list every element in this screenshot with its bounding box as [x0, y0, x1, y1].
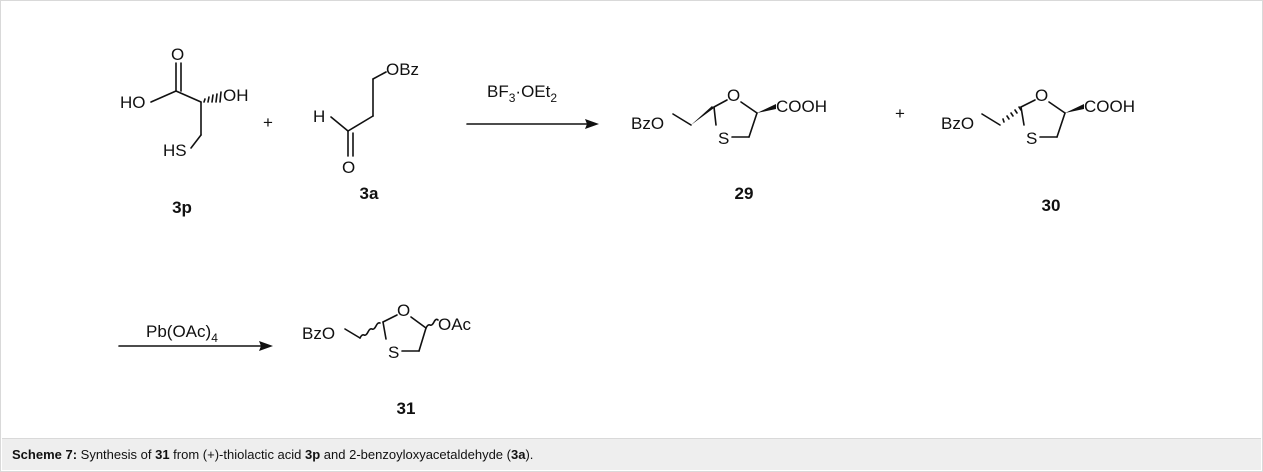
reagent-bf3-oet2: BF3·OEt2 [487, 82, 557, 105]
caption-text: from (+)-thiolactic acid [169, 447, 306, 462]
atom-label: S [1026, 129, 1037, 148]
caption-text: and 2-benzoyloxyacetaldehyde ( [320, 447, 511, 462]
bond [372, 71, 387, 80]
compound-label-3p: 3p [172, 198, 192, 217]
caption-compound-ref: 3a [510, 447, 526, 462]
plus-sign: + [895, 104, 905, 123]
atom-label: O [1035, 86, 1048, 105]
bond [1048, 101, 1066, 114]
bond [175, 90, 202, 103]
bond [410, 316, 427, 329]
arrow-head [585, 119, 599, 129]
bond [344, 328, 361, 339]
bond [190, 134, 202, 149]
caption-text: ). [525, 447, 534, 462]
atom-label: O [342, 158, 355, 177]
bond [713, 106, 717, 126]
compound-3p-structure: O HO OH HS 3p [120, 45, 249, 217]
bond [330, 116, 349, 132]
atom-label: S [388, 343, 399, 362]
reaction-scheme: O HO OH HS 3p + H O OBz 3a BF3·OEt2 BzO … [118, 45, 1135, 418]
wedge-bond [757, 104, 776, 113]
atom-label: OH [223, 86, 249, 105]
atom-label: HO [120, 93, 146, 112]
compound-label-30: 30 [1042, 196, 1061, 215]
atom-label: OAc [438, 315, 472, 334]
reaction-arrow-1: BF3·OEt2 [466, 82, 599, 129]
arrow-head [259, 341, 273, 351]
bond [1020, 106, 1025, 126]
bond [740, 101, 758, 114]
wedge-bond [1065, 104, 1084, 113]
wavy-bond [359, 322, 381, 339]
atom-label: HS [163, 141, 187, 160]
bond [748, 112, 758, 138]
compound-label-3a: 3a [360, 184, 379, 203]
bond [150, 90, 177, 103]
reagent-pb-oac4: Pb(OAc)4 [146, 322, 218, 345]
wavy-bond [425, 318, 439, 329]
bond [1020, 99, 1036, 108]
bond [672, 113, 692, 126]
hash-bond [1002, 106, 1022, 123]
caption-compound-ref: 3p [305, 447, 321, 462]
compound-3a-structure: H O OBz 3a [313, 60, 419, 203]
bond [347, 115, 374, 132]
atom-label: BzO [941, 114, 974, 133]
atom-label: COOH [776, 97, 827, 116]
wedge-bond [691, 106, 714, 125]
atom-label: S [718, 129, 729, 148]
atom-label: BzO [302, 324, 335, 343]
caption-compound-ref: 31 [155, 447, 170, 462]
atom-label: OBz [386, 60, 419, 79]
bond [418, 327, 427, 352]
compound-30-structure: BzO O S COOH 30 [941, 86, 1135, 215]
reaction-arrow-2: Pb(OAc)4 [118, 322, 273, 351]
bond [382, 314, 398, 323]
compound-31-structure: BzO O S OAc 31 [302, 301, 472, 418]
atom-label: COOH [1084, 97, 1135, 116]
compound-label-31: 31 [397, 399, 416, 418]
atom-label: BzO [631, 114, 664, 133]
compound-29-structure: BzO O S COOH 29 [631, 86, 827, 203]
bond [981, 113, 1001, 126]
atom-label: O [397, 301, 410, 320]
compound-label-29: 29 [735, 184, 754, 203]
plus-sign: + [263, 113, 273, 132]
hash-bond [203, 91, 222, 103]
bond [713, 99, 728, 108]
caption-label: Scheme 7: [12, 447, 78, 462]
bond [1056, 112, 1066, 138]
bond [382, 321, 387, 340]
caption-text: Synthesis of [77, 447, 156, 462]
atom-label: H [313, 107, 325, 126]
atom-label: O [171, 45, 184, 64]
atom-label: O [727, 86, 740, 105]
scheme-caption: Scheme 7: Synthesis of 31 from (+)-thiol… [2, 438, 1261, 470]
